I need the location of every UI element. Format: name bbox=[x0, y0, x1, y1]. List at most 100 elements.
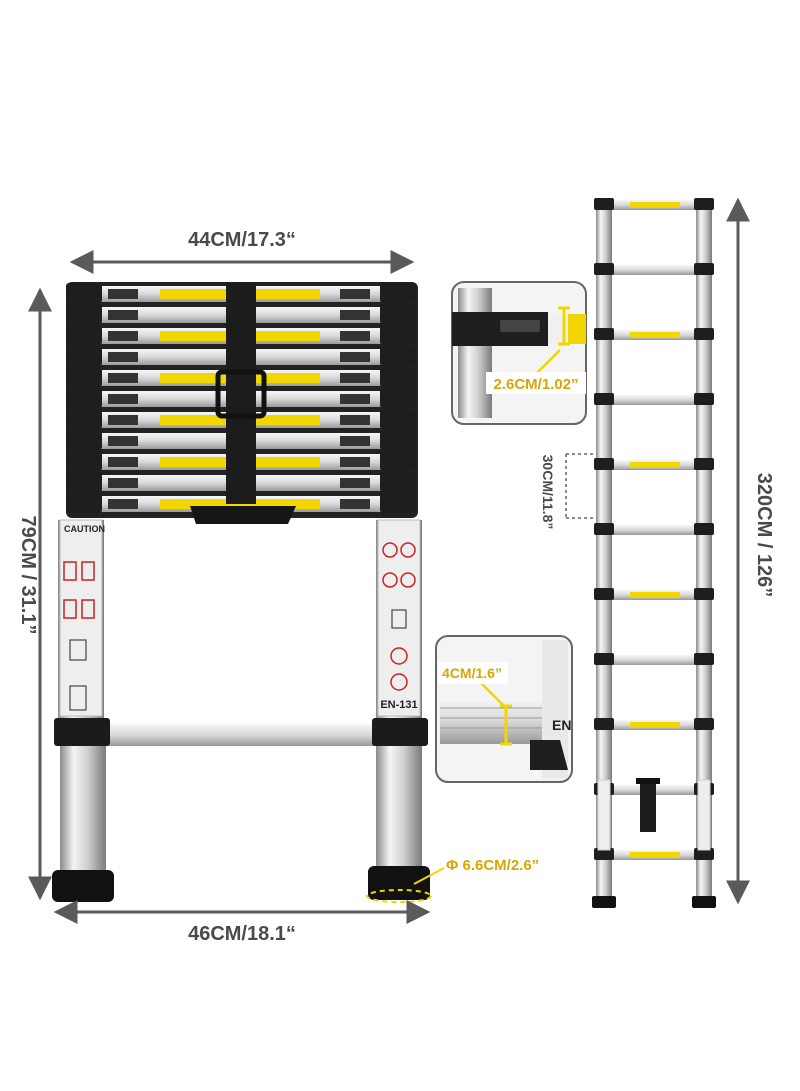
extended-rung-sticker bbox=[630, 332, 680, 338]
rung-end-cap bbox=[66, 325, 102, 345]
strap-buckle bbox=[215, 369, 267, 419]
top-width-dimension: 44CM/17.3“ bbox=[69, 229, 415, 274]
extended-rung-sticker bbox=[630, 852, 680, 858]
rung-thickness-label: 4CM/1.6” bbox=[442, 665, 502, 681]
extended-rung-cap bbox=[594, 458, 614, 470]
rung-lock-tab bbox=[108, 436, 138, 446]
rung-lock-tab bbox=[108, 457, 138, 467]
top-width-label: 44CM/17.3“ bbox=[188, 229, 296, 251]
strap-handle bbox=[190, 506, 296, 524]
closed-height-dimension: 79CM / 31.1” bbox=[17, 287, 53, 901]
extended-rung-cap bbox=[694, 458, 714, 470]
extended-rung-sticker bbox=[630, 202, 680, 208]
rung-end-cap bbox=[66, 304, 102, 324]
extended-rung-cap bbox=[694, 328, 714, 340]
extended-rung bbox=[600, 395, 708, 405]
closed-height-label: 79CM / 31.1” bbox=[17, 516, 39, 635]
rung-lock-tab bbox=[340, 436, 370, 446]
rung-end-cap bbox=[380, 388, 416, 408]
rung-end-cap bbox=[66, 388, 102, 408]
rung-lock-tab bbox=[108, 478, 138, 488]
extended-rung-cap bbox=[594, 718, 614, 730]
rung-end-cap bbox=[66, 367, 102, 387]
caution-label: CAUTION bbox=[64, 524, 105, 534]
rung-end-cap bbox=[380, 304, 416, 324]
en131-label: EN-131 bbox=[380, 699, 417, 711]
rung-end-cap bbox=[380, 367, 416, 387]
rung-end-cap bbox=[380, 430, 416, 450]
rung-depth-detail: 2.6CM/1.02” bbox=[451, 281, 587, 425]
extended-rung-cap bbox=[694, 718, 714, 730]
rung-spacing-label: 30CM/11.8” bbox=[540, 455, 556, 530]
bottom-width-label: 46CM/18.1“ bbox=[188, 923, 296, 945]
rung-end-cap bbox=[66, 409, 102, 429]
rung-end-cap bbox=[380, 346, 416, 366]
extended-rung-cap bbox=[594, 523, 614, 535]
extended-rung-sticker bbox=[630, 592, 680, 598]
extended-rung-cap bbox=[694, 263, 714, 275]
extended-height-label: 320CM / 126” bbox=[753, 473, 775, 598]
strap bbox=[226, 282, 256, 504]
rung-end-cap bbox=[380, 451, 416, 471]
rung-end-cap bbox=[380, 283, 416, 303]
rung-lock-tab bbox=[340, 352, 370, 362]
rung-lock-tab bbox=[340, 310, 370, 320]
rung-lock-tab bbox=[340, 415, 370, 425]
extended-rung-cap bbox=[694, 523, 714, 535]
extended-ladder bbox=[592, 198, 716, 908]
left-tube-lower bbox=[60, 746, 106, 874]
rung-lock-tab bbox=[108, 373, 138, 383]
rung-end-cap bbox=[380, 409, 416, 429]
extended-rung-cap bbox=[594, 198, 614, 210]
extended-rung-cap bbox=[594, 263, 614, 275]
rung-spacing-dimension: 30CM/11.8” bbox=[540, 453, 596, 530]
extended-height-dimension: 320CM / 126” bbox=[726, 197, 775, 905]
extended-rung-cap bbox=[594, 588, 614, 600]
rung-lock-tab bbox=[108, 331, 138, 341]
rung-lock-tab bbox=[340, 373, 370, 383]
rung-lock-tab bbox=[108, 310, 138, 320]
extended-rung-cap bbox=[694, 588, 714, 600]
rung-end-cap bbox=[66, 493, 102, 513]
extended-rung-sticker bbox=[630, 462, 680, 468]
tube-diameter-label: Φ 6.6CM/2.6” bbox=[446, 857, 539, 874]
rung-lock-tab bbox=[108, 499, 138, 509]
extended-rung-sticker bbox=[630, 722, 680, 728]
en-detail-label: EN bbox=[552, 717, 571, 733]
rung-lock-tab bbox=[108, 415, 138, 425]
collapsed-ladder: CAUTION EN-131 bbox=[52, 282, 432, 903]
bottom-rung bbox=[100, 724, 380, 746]
rung-lock-tab bbox=[340, 457, 370, 467]
extended-rung-cap bbox=[594, 328, 614, 340]
rung-thickness-detail: EN 4CM/1.6” bbox=[435, 635, 573, 783]
rung-lock-tab bbox=[340, 331, 370, 341]
extended-rung-cap bbox=[694, 198, 714, 210]
right-foot bbox=[368, 866, 430, 900]
rung-lock-tab bbox=[108, 352, 138, 362]
extended-rung bbox=[600, 265, 708, 275]
rung-end-cap bbox=[380, 325, 416, 345]
extended-rung bbox=[600, 525, 708, 535]
extended-rung-cap bbox=[594, 848, 614, 860]
rung-end-cap bbox=[66, 472, 102, 492]
extended-rung-cap bbox=[594, 653, 614, 665]
extended-rung bbox=[600, 655, 708, 665]
left-foot bbox=[52, 870, 114, 902]
rung-lock-tab bbox=[340, 289, 370, 299]
rung-lock-tab bbox=[340, 499, 370, 509]
right-tube-lower bbox=[376, 746, 422, 874]
bottom-width-dimension: 46CM/18.1“ bbox=[53, 900, 431, 945]
caution-sticker: CAUTION bbox=[59, 519, 105, 717]
rung-lock-tab bbox=[108, 394, 138, 404]
rung-lock-tab bbox=[108, 289, 138, 299]
rung-lock-tab bbox=[340, 478, 370, 488]
rung-end-cap bbox=[66, 283, 102, 303]
rung-end-cap bbox=[66, 451, 102, 471]
tube-diameter-dimension: Φ 6.6CM/2.6” bbox=[413, 857, 539, 885]
rung-end-cap bbox=[380, 493, 416, 513]
rung-depth-label: 2.6CM/1.02” bbox=[493, 376, 578, 393]
warning-icons-sticker: EN-131 bbox=[377, 519, 421, 717]
rung-end-cap bbox=[66, 346, 102, 366]
rung-end-cap bbox=[66, 430, 102, 450]
